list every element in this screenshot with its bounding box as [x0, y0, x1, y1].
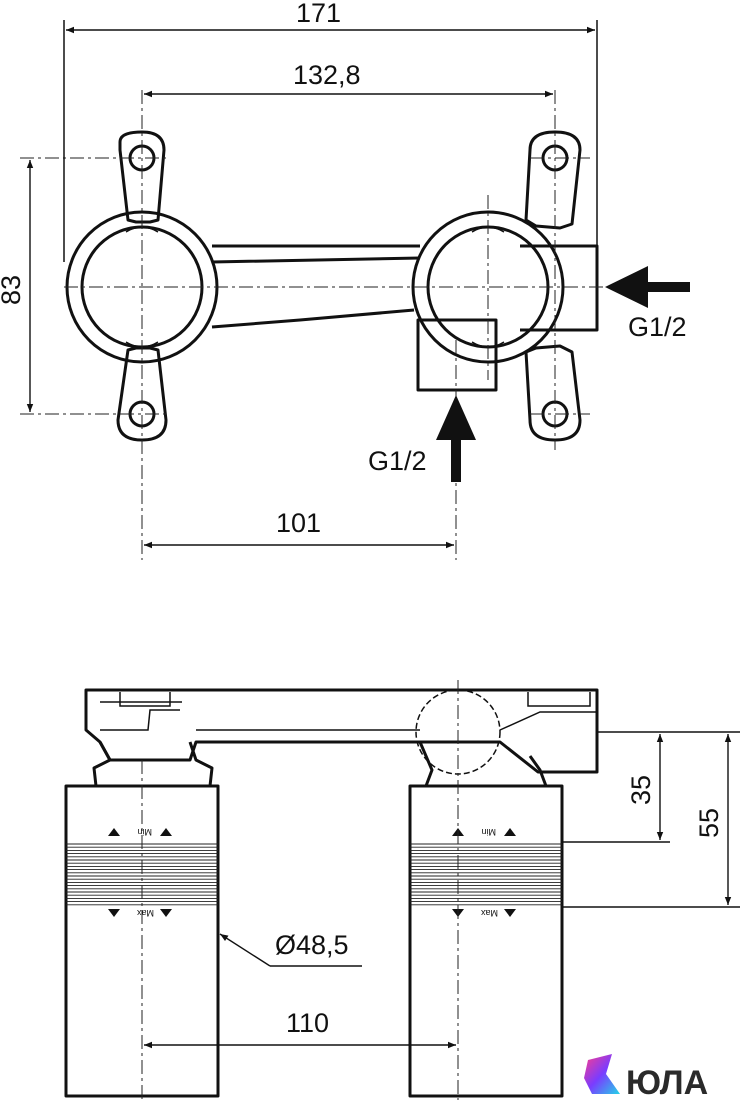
connecting-arm	[211, 244, 421, 329]
logo-text: ЮЛА	[626, 1064, 708, 1100]
connecting-bar	[84, 688, 599, 774]
side-thread-label: G1/2	[628, 312, 687, 342]
bottom-thread-label: G1/2	[368, 446, 427, 476]
dim-body-spacing: 110	[286, 1008, 329, 1038]
dim-inlet-spacing: 101	[276, 508, 321, 538]
left-mounting-plate	[118, 130, 166, 224]
dim-depth-min: 35	[626, 775, 656, 805]
min-mark: Min	[481, 827, 496, 837]
right-cylinder	[408, 784, 564, 1098]
dim-hole-spacing: 132,8	[293, 60, 361, 90]
side-inlet-arrow	[605, 266, 690, 308]
right-mounting-plate	[524, 130, 582, 230]
max-mark: Max	[480, 908, 498, 918]
logo-mark-icon	[584, 1054, 620, 1094]
side-view: Min Max Min Max 35 55 Ø48,5 110	[64, 680, 740, 1100]
dim-overall-width: 171	[296, 0, 341, 28]
dim-depth-max: 55	[694, 808, 724, 838]
top-view: 171 132,8 83 101 G1/2 G1/2	[0, 0, 690, 560]
dim-height: 83	[0, 275, 26, 305]
min-mark: Min	[137, 827, 152, 837]
dim-diameter: Ø48,5	[275, 930, 349, 960]
right-thread	[410, 843, 562, 906]
yula-logo: ЮЛА	[584, 1054, 708, 1100]
max-mark: Max	[136, 908, 154, 918]
bottom-inlet-arrow	[436, 395, 476, 482]
right-valve-ring	[411, 210, 565, 364]
